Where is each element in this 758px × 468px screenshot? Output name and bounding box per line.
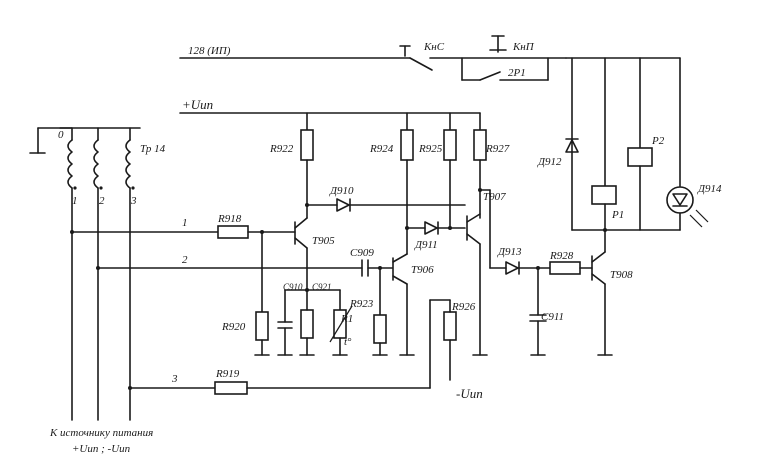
resistor-r924 [400, 129, 414, 161]
resistor-r926 [443, 311, 457, 341]
knp-label: КнП [512, 41, 535, 53]
d910-label: Д910 [329, 185, 354, 197]
d913-label: Д913 [497, 246, 522, 258]
r926-label: R926 [451, 301, 476, 313]
emitter-network [277, 289, 353, 356]
r919-label: R919 [215, 368, 240, 380]
r1-label: R1 [340, 313, 353, 325]
relay-p2 [627, 147, 653, 167]
r920-label: R920 [221, 321, 246, 333]
terminal-0-label: 0 [58, 129, 64, 141]
t907-label: Т907 [483, 191, 506, 203]
relay-p1 [591, 185, 617, 205]
line-3-label: 3 [171, 373, 178, 385]
terminal-2-label: 2 [99, 195, 105, 207]
line-1-label: 1 [182, 217, 188, 229]
resistor-r919 [214, 381, 248, 395]
transistor-t907 [429, 129, 507, 381]
r924-label: R924 [369, 143, 394, 155]
plus-u-label: +Uип [182, 97, 213, 112]
source-caption-line1: К источнику питания [49, 427, 153, 439]
bus-128-label: 128 (ИП) [188, 45, 231, 57]
c909-label: С909 [350, 247, 374, 259]
t905-label: Т905 [312, 235, 335, 247]
r918-label: R918 [217, 213, 242, 225]
d914-label: Д914 [697, 183, 722, 195]
transistor-t906 [392, 129, 466, 356]
d912-label: Д912 [537, 156, 562, 168]
thermistor-label: t° [344, 336, 352, 348]
source-caption-line2: +Uип ; -Uип [72, 443, 131, 455]
t908-label: Т908 [610, 269, 633, 281]
terminal-3-label: 3 [130, 195, 137, 207]
r925-label: R925 [418, 143, 443, 155]
c910-label: С910 [283, 282, 303, 292]
c921-label: С921 [312, 282, 332, 292]
t906-label: Т906 [411, 264, 434, 276]
line-1 [71, 225, 296, 356]
line-3 [129, 299, 431, 395]
r927-label: R927 [485, 143, 510, 155]
tr14-label: Тр 14 [140, 143, 166, 155]
c911-label: С911 [541, 311, 564, 323]
r2p1-label: 2Р1 [508, 67, 526, 79]
output-stage [505, 228, 613, 356]
line-2-label: 2 [182, 254, 188, 266]
resistor-r928 [549, 261, 581, 275]
resistor-r920 [255, 311, 269, 341]
resistor-r918 [217, 225, 249, 239]
line-2 [97, 259, 393, 356]
relay-section [565, 57, 709, 231]
p1-label: Р1 [611, 209, 624, 221]
bus-128 [179, 35, 641, 231]
resistor-r923 [373, 314, 387, 344]
r922-label: R922 [269, 143, 294, 155]
knc-label: КнС [423, 41, 445, 53]
r923-label: R923 [349, 298, 374, 310]
terminal-1-label: 1 [72, 195, 78, 207]
resistor-r925 [443, 129, 457, 161]
minus-u-label: -Uип [456, 386, 483, 401]
led-d914 [666, 186, 694, 214]
transformer-tr14 [29, 127, 141, 421]
p2-label: Р2 [651, 135, 665, 147]
plus-u-bus [179, 112, 481, 131]
d911-label: Д911 [414, 239, 438, 251]
resistor-r922 [300, 129, 314, 161]
resistor-r927 [473, 129, 487, 161]
transistor-t905 [294, 129, 466, 292]
r928-label: R928 [549, 250, 574, 262]
capacitor-c921 [300, 309, 314, 339]
